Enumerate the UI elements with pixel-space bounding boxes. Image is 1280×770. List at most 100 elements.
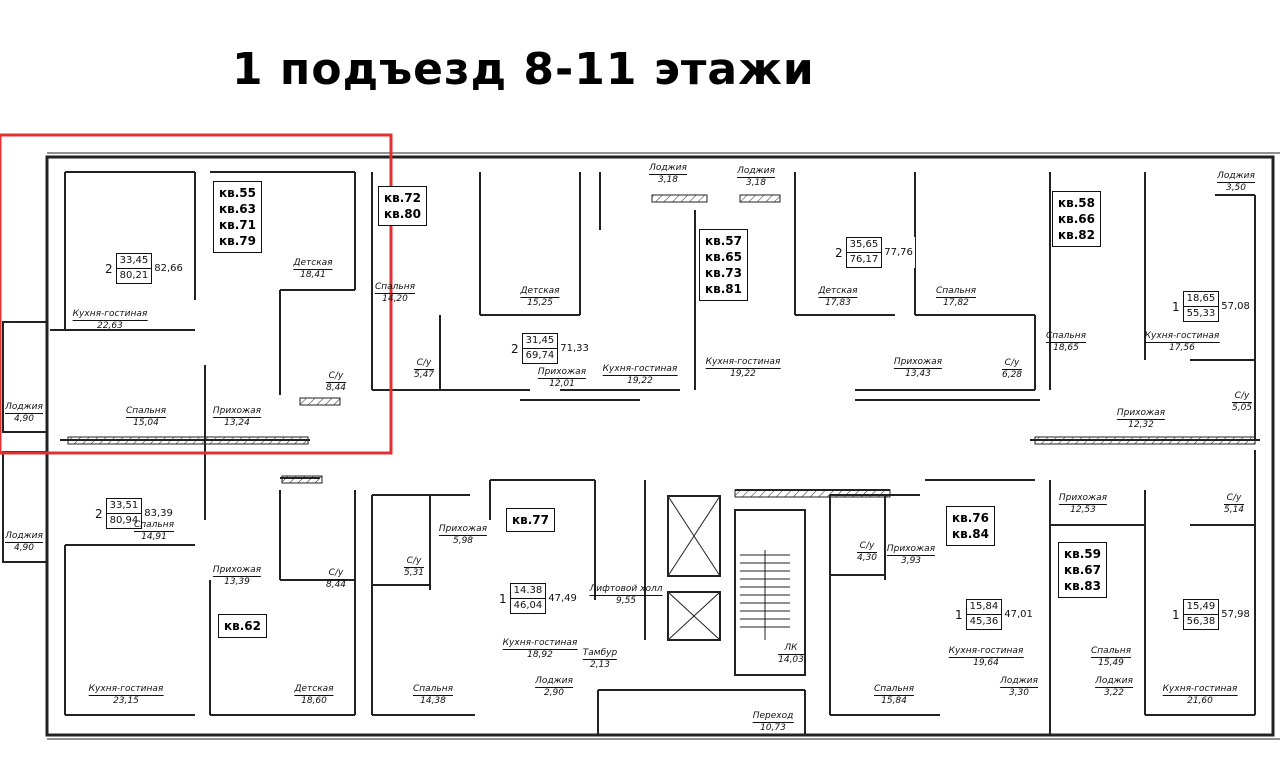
room-area: 19,64 (948, 657, 1024, 669)
room-area: 3,30 (1000, 687, 1038, 699)
room-area: 4,90 (5, 542, 43, 554)
room-name: Лоджия (5, 531, 43, 541)
elevator-2 (667, 591, 721, 641)
room-area: 14,20 (374, 293, 416, 305)
total-area: 55,33 (1183, 306, 1219, 321)
apartment-number-box: кв.62 (218, 614, 267, 638)
room-name: Детская (520, 286, 560, 296)
room-area: 23,15 (88, 695, 164, 707)
room-name: Прихожая (537, 367, 587, 377)
room-name: С/у (1004, 358, 1020, 368)
apartment-number: кв.58 (1058, 196, 1095, 210)
room-name: Спальня (1045, 331, 1087, 341)
living-area: 15,49 (1186, 601, 1216, 612)
room-name: Кухня-гостиная (502, 638, 578, 648)
room-area: 13,43 (893, 368, 943, 380)
room-area: 18,41 (293, 269, 333, 281)
apartment-number: кв.57 (705, 234, 742, 248)
room-area: 10,73 (752, 722, 794, 734)
room-name: Спальня (133, 520, 175, 530)
room-name: С/у (416, 358, 432, 368)
apartment-number: кв.62 (224, 619, 261, 633)
room-area: 18,65 (1045, 342, 1087, 354)
room-name: Кухня-гостиная (948, 646, 1024, 656)
room-name: Кухня-гостиная (1162, 684, 1238, 694)
room-area: 6,28 (1001, 369, 1023, 380)
room-area: 12,32 (1116, 419, 1166, 431)
apartment-number: кв.63 (219, 202, 256, 216)
room-area: 14,03 (778, 654, 804, 665)
room-name: Спальня (935, 286, 977, 296)
room-area: 15,49 (1090, 657, 1132, 669)
room-area: 3,18 (737, 177, 775, 189)
total-area: 46,04 (510, 598, 546, 613)
room-name: С/у (1226, 493, 1242, 503)
total-area-with-loggia: 47,49 (548, 593, 577, 604)
room-name: Детская (294, 684, 334, 694)
living-area: 18,65 (1186, 293, 1216, 304)
room-area: 22,63 (72, 320, 148, 332)
room-area: 5,14 (1223, 504, 1245, 515)
room-name: Прихожая (893, 357, 943, 367)
room-area: 18,60 (294, 695, 334, 707)
room-count: 1 (1172, 607, 1180, 622)
room-area: 9,55 (589, 595, 663, 607)
room-name: Лоджия (1095, 676, 1133, 686)
room-name: Кухня-гостиная (88, 684, 164, 694)
apartment-number-box: кв.77 (506, 508, 555, 532)
room-name: Детская (293, 258, 333, 268)
room-name: Детская (818, 286, 858, 296)
room-count: 2 (511, 341, 519, 356)
room-name: Спальня (1090, 646, 1132, 656)
living-area: 33,45 (119, 255, 149, 266)
room-area: 13,24 (212, 417, 262, 429)
room-area: 3,50 (1217, 182, 1255, 194)
room-area: 17,82 (935, 297, 977, 309)
room-name: Лоджия (535, 676, 573, 686)
loggia-left-top (2, 321, 48, 433)
apartment-number: кв.79 (219, 234, 256, 248)
room-count: 1 (1172, 299, 1180, 314)
apartment-number: кв.71 (219, 218, 256, 232)
room-area: 12,01 (537, 378, 587, 390)
room-area: 14,91 (133, 531, 175, 543)
room-area: 4,30 (856, 552, 878, 563)
room-area: 2,90 (535, 687, 573, 699)
total-area: 56,38 (1183, 614, 1219, 629)
room-area: 17,56 (1144, 342, 1220, 354)
living-area: 31,45 (525, 335, 555, 346)
apartment-number: кв.84 (952, 527, 989, 541)
room-name: Лоджия (649, 163, 687, 173)
room-count: 1 (499, 591, 507, 606)
apartment-number: кв.55 (219, 186, 256, 200)
